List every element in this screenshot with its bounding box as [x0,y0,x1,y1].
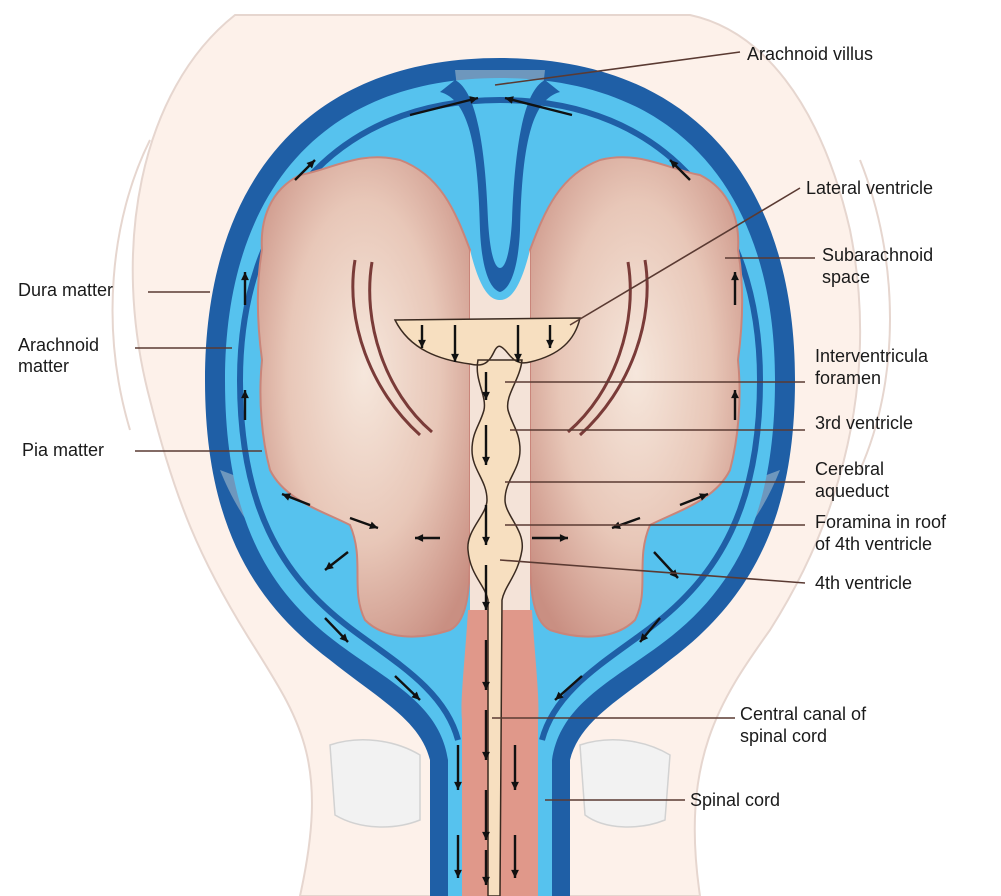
label-lateral-ventricle: Lateral ventricle [806,178,933,198]
flow-arrow-head-10 [514,353,522,362]
flow-arrow-head-1 [505,96,514,104]
flow-arrow-head-16 [482,681,490,690]
flow-arrow-head-33 [511,781,519,790]
flow-arrow-head-12 [482,391,490,400]
flow-arrow-head-3 [670,160,679,169]
flow-arrow-head-2 [306,160,315,169]
label-third-ventricle: 3rd ventricle [815,413,913,433]
label-cerebral-aqueduct-1: Cerebral [815,459,884,479]
label-dura-matter: Dura matter [18,280,113,300]
arachnoid-matter-line [236,97,501,741]
csf-flow-arrows [241,96,739,885]
label-spinal-cord: Spinal cord [690,790,780,810]
flow-arrow-head-26 [325,561,334,570]
flow-arrow-head-21 [559,534,568,542]
flow-arrow-head-18 [482,831,490,840]
label-fourth-ventricle: 4th ventricle [815,573,912,593]
flow-arrow-head-22 [369,521,378,529]
flow-arrow-head-34 [454,869,462,878]
label-cerebral-aqueduct-2: aqueduct [815,481,889,501]
flow-arrow-head-25 [699,493,708,501]
flow-arrow-head-17 [482,751,490,760]
flow-arrow-head-31 [555,691,564,700]
label-subarachnoid-space-2: space [822,267,870,287]
ventricular-system [393,317,581,896]
flow-arrow-head-5 [731,272,739,281]
label-interventricular-foramen-1: Interventricula [815,346,929,366]
flow-arrow-head-15 [482,601,490,610]
flow-arrow-head-20 [415,534,424,542]
flow-arrow-head-11 [546,339,554,348]
label-arachnoid-villus: Arachnoid villus [747,44,873,64]
jaw-teeth [329,739,671,828]
flow-arrow-0 [409,96,479,117]
flow-arrow-head-19 [482,876,490,885]
flow-arrow-head-9 [451,353,459,362]
flow-arrow-head-29 [640,633,649,642]
brain-hemisphere-right [529,156,744,638]
flow-arrow-head-24 [282,493,291,501]
leader-lines [135,51,815,801]
label-foramina-roof-2: of 4th ventricle [815,534,932,554]
flow-arrow-head-14 [482,536,490,545]
flow-arrow-head-7 [731,390,739,399]
label-central-canal-2: spinal cord [740,726,827,746]
flow-arrow-head-4 [241,272,249,281]
label-subarachnoid-space-1: Subarachnoid [822,245,933,265]
flow-arrow-head-28 [339,633,348,642]
label-central-canal-1: Central canal of [740,704,867,724]
label-pia-matter: Pia matter [22,440,104,460]
brain-hemisphere-left [256,156,471,638]
flow-arrow-head-6 [241,390,249,399]
label-arachnoid-matter-2: matter [18,356,69,376]
flow-arrow-head-0 [469,96,478,104]
flow-arrow-head-35 [511,869,519,878]
flow-arrow-head-8 [418,339,426,348]
diagram-labels: Arachnoid villus Lateral ventricle Subar… [18,44,947,810]
flow-arrow-head-30 [411,691,420,700]
label-arachnoid-matter-1: Arachnoid [18,335,99,355]
flow-arrow-head-32 [454,781,462,790]
flow-arrow-1 [504,96,573,117]
internal-capsule-lines [351,259,649,437]
arachnoid-matter-line-right [499,97,764,741]
label-foramina-roof-1: Foramina in roof [815,512,947,532]
flow-arrow-head-13 [482,456,490,465]
label-interventricular-foramen-2: foramen [815,368,881,388]
